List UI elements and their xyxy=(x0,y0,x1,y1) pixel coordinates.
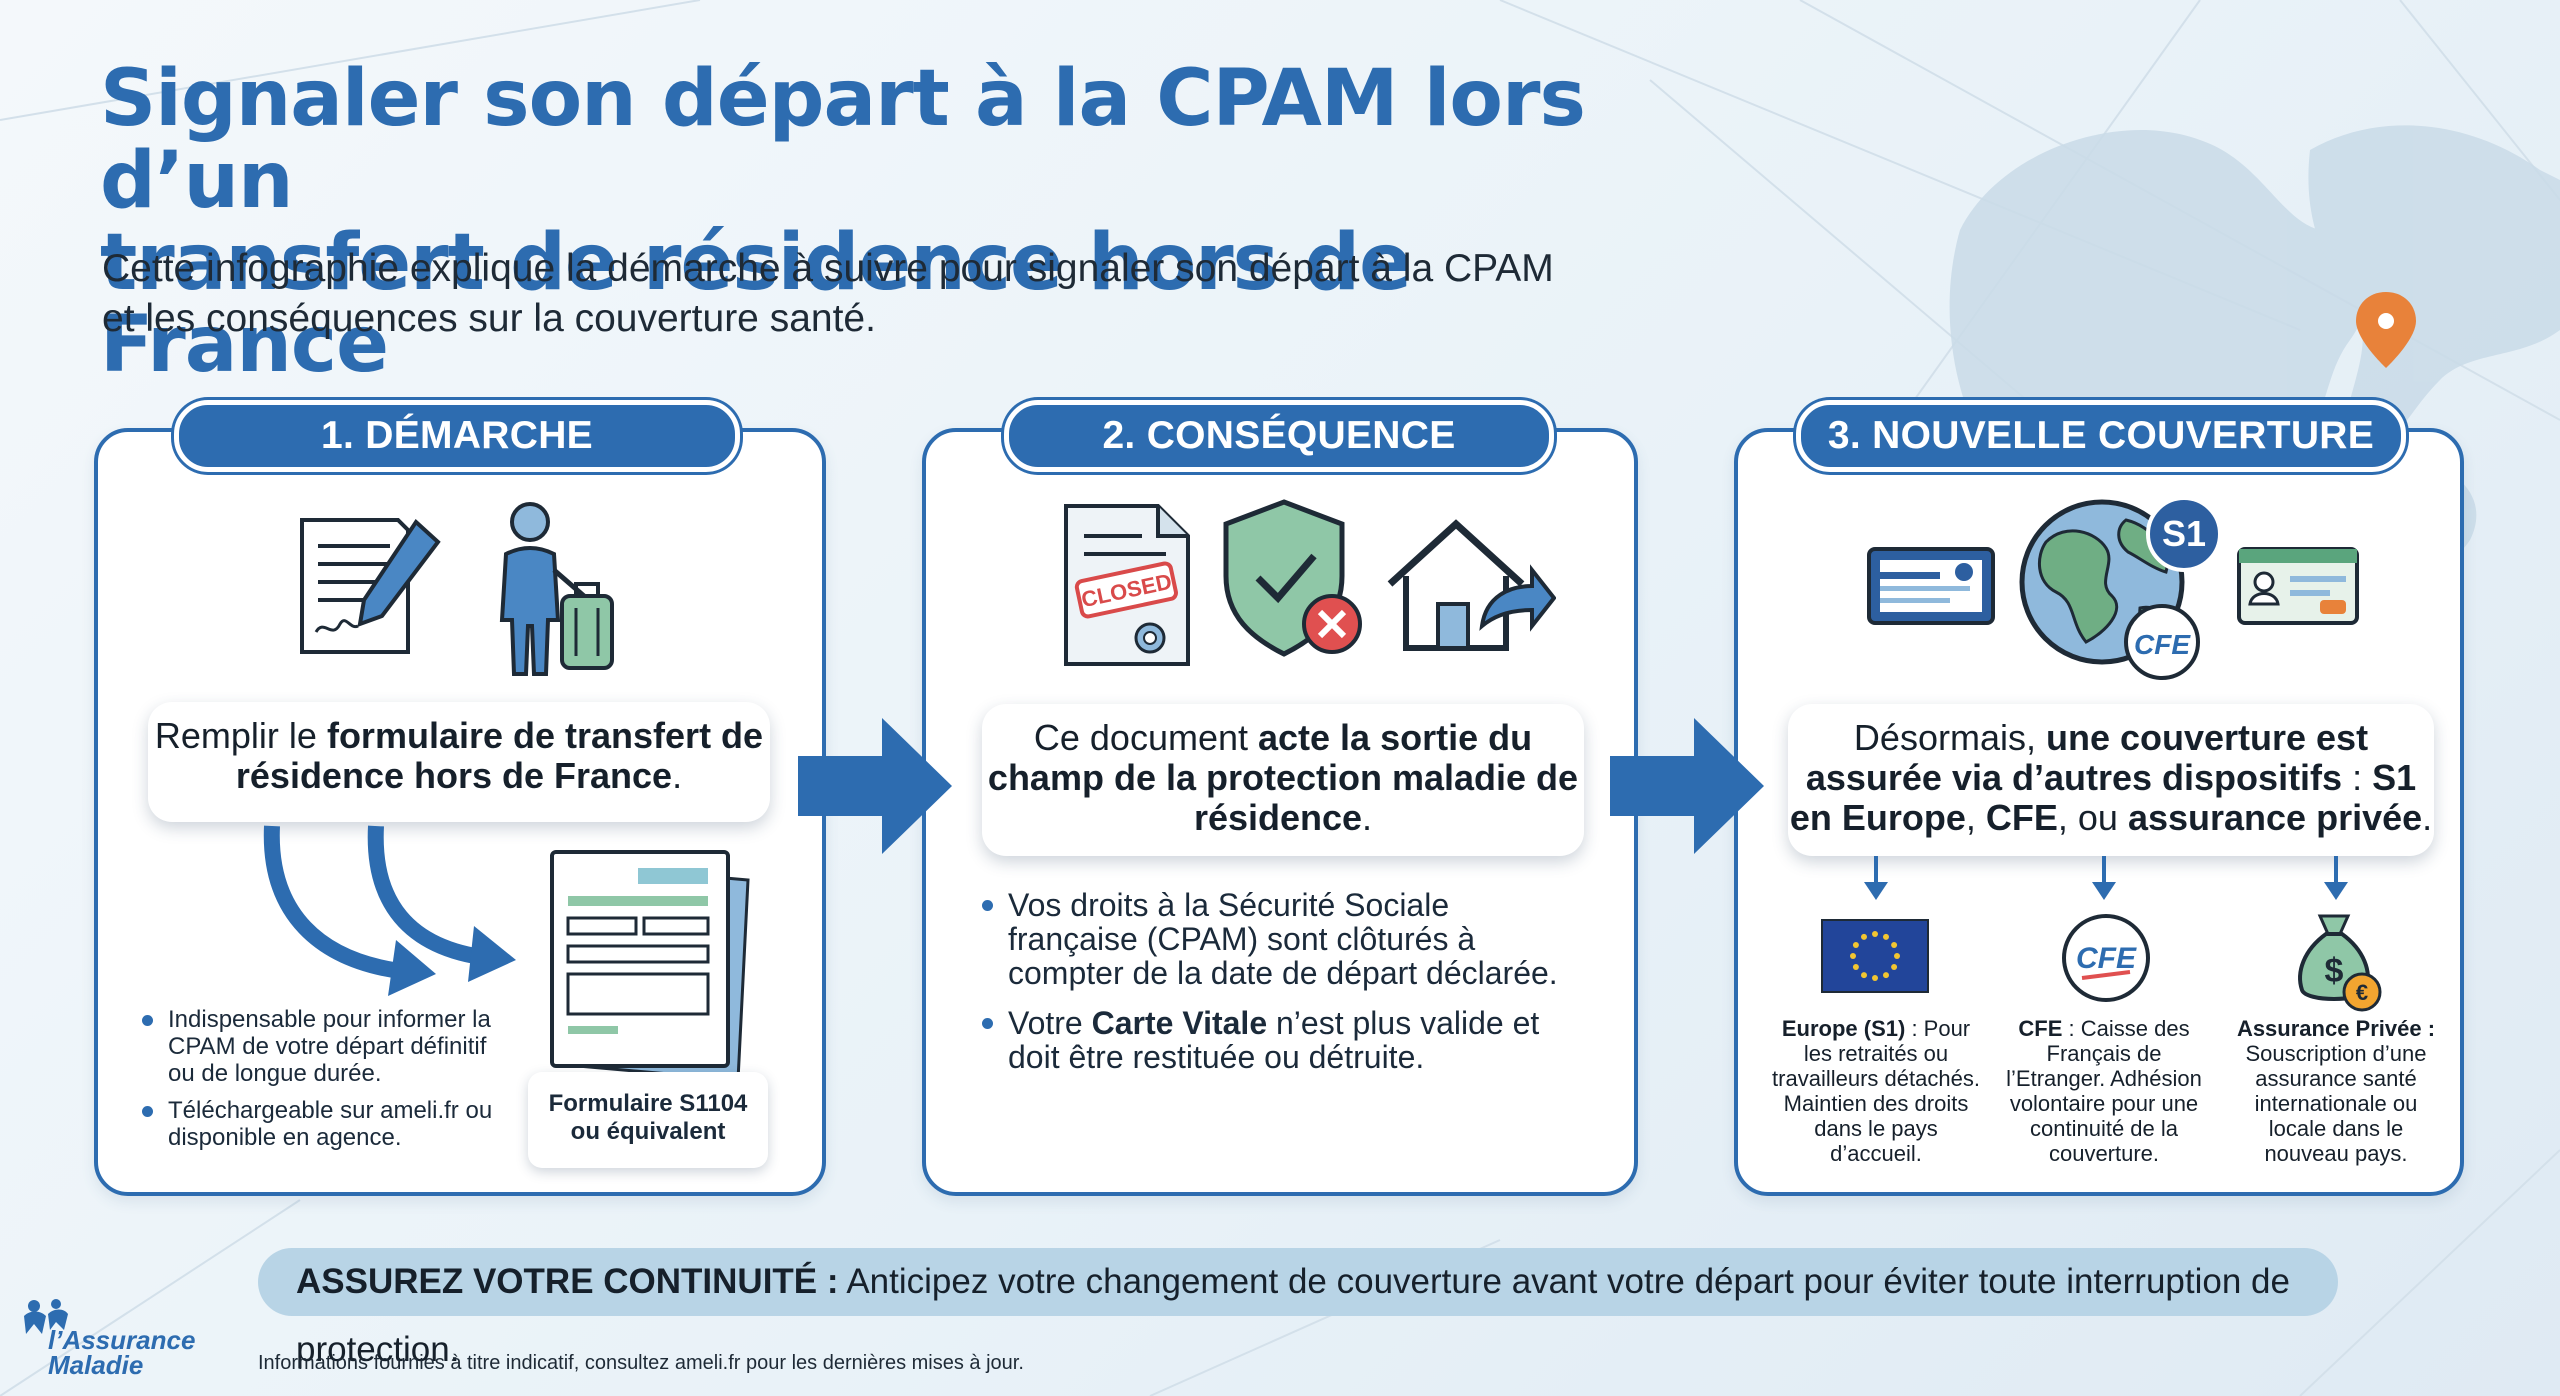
eu-star-icon xyxy=(1891,964,1898,970)
globe-icon: S1 CFE xyxy=(2019,496,2222,680)
eu-star-icon xyxy=(1894,953,1900,959)
eu-flag-icon xyxy=(1821,919,1929,993)
svg-text:€: € xyxy=(2356,980,2368,1005)
eu-star-icon xyxy=(1883,972,1889,979)
logo-label: l’Assurance Maladie xyxy=(48,1325,196,1380)
id-card-icon xyxy=(2237,547,2359,625)
eu-star-icon xyxy=(1872,975,1878,981)
house-exit-icon xyxy=(1387,519,1556,651)
panel-header: 2. CONSÉQUENCE IMMÉDIATE xyxy=(1004,400,1554,519)
form-label: Formulaire S1104 ou équivalent xyxy=(528,1072,768,1168)
option-private-insurance: Assurance Privée : Souscription d’une as… xyxy=(2236,1016,2436,1166)
list-item: Indispensable pour informer la CPAM de v… xyxy=(142,1006,502,1087)
panel-administrative-step: 1. DÉMARCHE ADMINISTRATIVE Remplir le fo… xyxy=(94,400,826,1196)
location-pin-icon xyxy=(2356,292,2416,368)
document-signature-icon xyxy=(300,518,441,654)
consequence-bullets: Vos droits à la Sécurité Sociale françai… xyxy=(982,888,1582,1090)
option-cfe: CFE : Caisse des Français de l’Etranger.… xyxy=(2006,1016,2202,1166)
continuity-banner: ASSUREZ VOTRE CONTINUITÉ : Anticipez vot… xyxy=(258,1248,2338,1369)
s1-badge: S1 xyxy=(2162,513,2206,554)
instruction-card: Remplir le formulaire de transfert de ré… xyxy=(148,702,770,822)
panel-header: 1. DÉMARCHE ADMINISTRATIVE xyxy=(174,400,740,519)
list-item: Votre Carte Vitale n’est plus valide et … xyxy=(982,1006,1582,1074)
option-europe-s1: Europe (S1) : Pour les retraités ou trav… xyxy=(1772,1016,1980,1166)
eu-star-icon xyxy=(1872,931,1878,937)
step-arrow-icon xyxy=(1610,718,1764,854)
shield-cancel-icon xyxy=(1223,499,1362,657)
curved-arrow-icon xyxy=(263,825,516,996)
cfe-logo-label: CFE xyxy=(2076,942,2137,975)
disclaimer-text: Informations fournies à titre indicatif,… xyxy=(258,1352,1024,1374)
assurance-maladie-logo-icon xyxy=(24,1299,68,1334)
traveler-luggage-icon xyxy=(499,502,614,676)
instruction-bullets: Indispensable pour informer la CPAM de v… xyxy=(142,1006,502,1161)
eu-star-icon xyxy=(1852,964,1859,970)
eu-card-icon xyxy=(1867,547,1995,625)
eu-star-icon xyxy=(1850,953,1856,959)
form-document-icon xyxy=(550,850,750,1082)
svg-text:$: $ xyxy=(2325,952,2344,990)
eu-star-icon xyxy=(1861,933,1867,940)
consequence-card: Ce document acte la sortie du champ de l… xyxy=(982,704,1584,856)
down-arrows-icon xyxy=(1864,856,2348,900)
eu-star-icon xyxy=(1891,942,1898,948)
eu-star-icon xyxy=(1883,933,1889,940)
page-title: Signaler son départ à la CPAM lors d’un … xyxy=(100,54,1586,390)
list-item: Téléchargeable sur ameli.fr ou disponibl… xyxy=(142,1097,502,1151)
closed-document-icon: CLOSED xyxy=(1064,504,1190,666)
eu-star-icon xyxy=(1852,942,1859,948)
eu-star-icon xyxy=(1861,972,1867,979)
step-arrow-icon xyxy=(798,718,952,854)
panel-new-coverage: 3. NOUVELLE COUVERTURE SANTÉ S1 CFE Déso… xyxy=(1734,400,2464,1196)
money-bag-euro-icon: $ € xyxy=(2298,914,2382,1012)
coverage-card: Désormais, une couverture est assurée vi… xyxy=(1788,704,2434,856)
panel-immediate-consequence: 2. CONSÉQUENCE IMMÉDIATE CLOSED Ce docum… xyxy=(922,400,1638,1196)
assurance-maladie-logo: l’Assurance Maladie xyxy=(0,1278,230,1396)
cfe-logo-icon: CFE xyxy=(2062,914,2150,1002)
panel-header: 3. NOUVELLE COUVERTURE SANTÉ xyxy=(1796,400,2406,519)
list-item: Vos droits à la Sécurité Sociale françai… xyxy=(982,888,1582,990)
cfe-badge: CFE xyxy=(2134,629,2191,660)
page-subtitle: Cette infographie explique la démarche à… xyxy=(102,247,1554,340)
